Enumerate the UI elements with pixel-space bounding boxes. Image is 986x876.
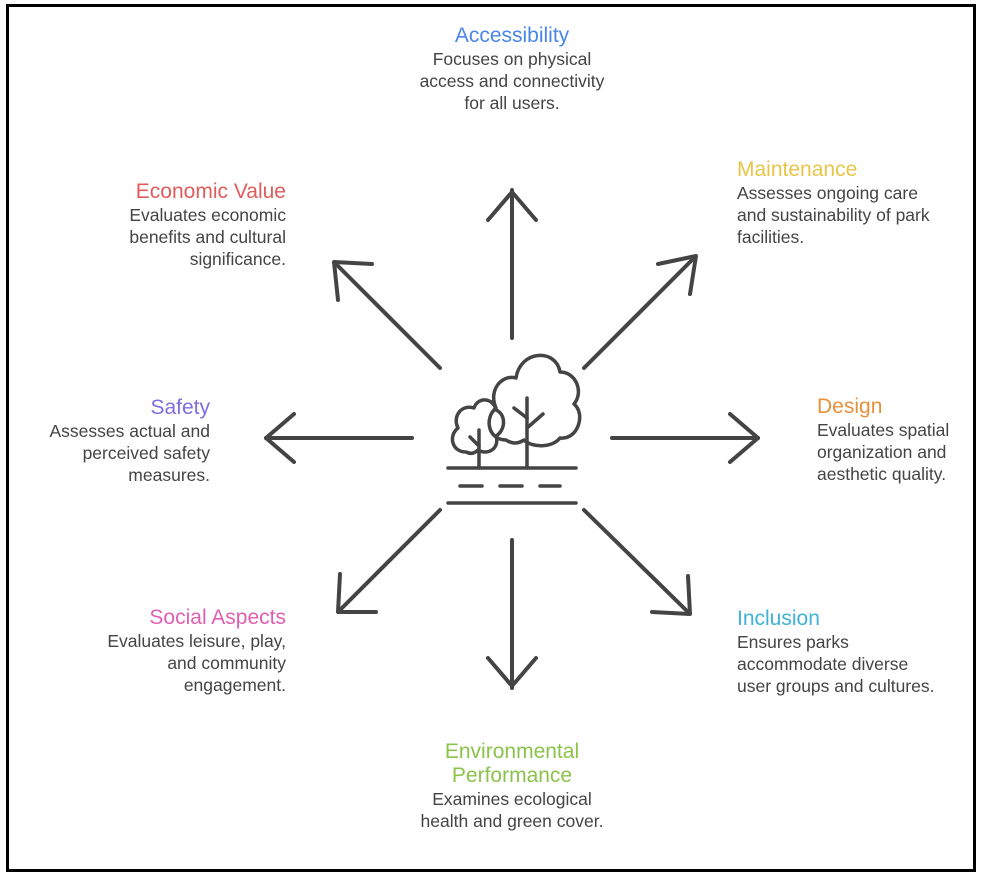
arrow-right-design	[610, 412, 760, 464]
node-description: Focuses on physical access and connectiv…	[419, 49, 605, 113]
arrow-up-accessibility	[486, 188, 538, 340]
node-title: Inclusion	[737, 607, 820, 630]
node-title: Safety	[150, 396, 210, 419]
node-description: Assesses ongoing care and sustainability…	[737, 183, 930, 247]
node-description: Ensures parks accommodate diverse user g…	[737, 632, 935, 696]
node-social: Social Aspects Evaluates leisure, play, …	[80, 606, 286, 696]
node-description: Assesses actual and perceived safety mea…	[49, 421, 210, 485]
node-maintenance: Maintenance Assesses ongoing care and su…	[737, 158, 947, 248]
arrow-up-left-economic	[332, 260, 442, 370]
arrow-up-right-maintenance	[582, 254, 698, 370]
node-environmental: Environmental Performance Examines ecolo…	[404, 740, 620, 832]
node-description: Examines ecological health and green cov…	[420, 789, 604, 831]
park-trees-path-icon	[446, 353, 582, 505]
arrow-left-safety	[264, 412, 414, 464]
node-title: Economic Value	[135, 180, 286, 203]
node-title: Maintenance	[737, 158, 858, 181]
node-title: Environmental Performance	[444, 740, 580, 787]
arrow-down-environmental	[486, 538, 538, 690]
arrow-down-left-social	[336, 508, 442, 614]
node-inclusion: Inclusion Ensures parks accommodate dive…	[737, 607, 957, 697]
node-description: Evaluates spatial organization and aesth…	[817, 420, 950, 484]
diagram-frame	[6, 4, 976, 872]
node-economic: Economic Value Evaluates economic benefi…	[80, 180, 286, 270]
node-title: Design	[817, 395, 883, 418]
node-title: Accessibility	[454, 24, 570, 47]
node-design: Design Evaluates spatial organization an…	[783, 395, 973, 485]
node-title: Social Aspects	[149, 606, 286, 629]
node-accessibility: Accessibility Focuses on physical access…	[392, 24, 632, 114]
node-safety: Safety Assesses actual and perceived saf…	[24, 396, 210, 486]
node-description: Evaluates economic benefits and cultural…	[129, 205, 286, 269]
node-description: Evaluates leisure, play, and community e…	[107, 631, 286, 695]
arrow-down-right-inclusion	[582, 508, 692, 616]
